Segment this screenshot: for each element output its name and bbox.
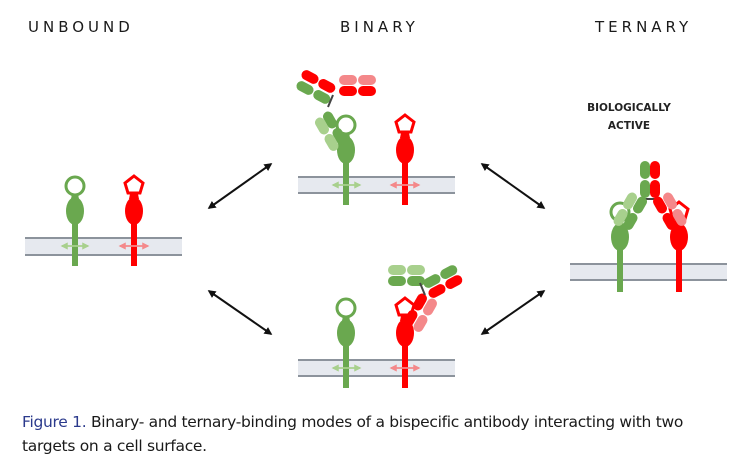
unbound-panel bbox=[25, 174, 182, 268]
equilibrium-arrow-binary-bottom-ternary bbox=[480, 290, 546, 335]
binding-modes-diagram bbox=[25, 68, 727, 390]
panel-title-unbound: UNBOUND bbox=[28, 18, 134, 36]
bispecific-antibody bbox=[388, 263, 465, 334]
ternary-panel bbox=[570, 161, 727, 294]
panel-title-ternary: TERNARY bbox=[595, 18, 693, 36]
panel-title-binary: BINARY bbox=[340, 18, 419, 36]
membrane bbox=[298, 359, 455, 377]
figure-label: Figure 1. bbox=[22, 413, 87, 431]
equilibrium-arrow-binary-top-ternary bbox=[480, 163, 546, 209]
bispecific-antibody bbox=[294, 68, 376, 153]
binary-bottom-panel bbox=[298, 263, 465, 390]
bispecific-antibody bbox=[611, 161, 689, 232]
annotation-line-1: BIOLOGICALLY bbox=[587, 102, 671, 114]
membrane bbox=[25, 237, 182, 256]
binary-top-panel bbox=[294, 68, 455, 207]
caption-text: Binary- and ternary-binding modes of a b… bbox=[22, 413, 684, 455]
membrane bbox=[298, 176, 455, 194]
equilibrium-arrow-unbound-binary-bottom bbox=[207, 290, 273, 335]
biologically-active-label: BIOLOGICALLY ACTIVE bbox=[579, 99, 679, 135]
figure-caption: Figure 1. Binary- and ternary-binding mo… bbox=[22, 410, 732, 458]
annotation-line-2: ACTIVE bbox=[607, 120, 651, 132]
equilibrium-arrow-unbound-binary-top bbox=[207, 163, 273, 209]
membrane bbox=[570, 263, 727, 281]
